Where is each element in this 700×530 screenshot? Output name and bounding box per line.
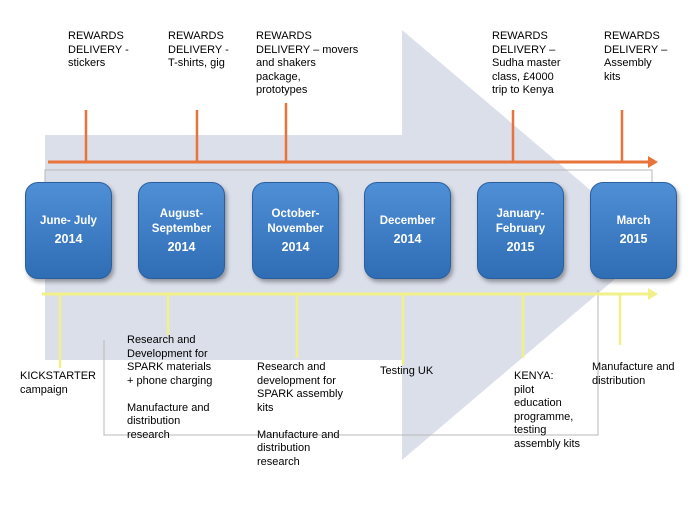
- activity-arrowhead: [648, 288, 658, 300]
- activity-label-kickstarter: KICKSTARTER campaign: [20, 370, 96, 396]
- period-year: 2014: [393, 232, 422, 246]
- reward-label-movers: REWARDS DELIVERY – movers and shakers pa…: [256, 30, 359, 96]
- reward-label-assembly: REWARDS DELIVERY – Assembly kits: [604, 30, 668, 83]
- rewards-arrowhead: [648, 156, 658, 168]
- activity-label-spark-kits: Research and development for SPARK assem…: [257, 361, 343, 468]
- period-box-oct-nov: October- November 2014: [252, 182, 339, 279]
- reward-label-stickers: REWARDS DELIVERY - stickers: [68, 30, 129, 69]
- top-connector: [44, 169, 653, 185]
- activity-label-testing-uk: Testing UK: [380, 365, 434, 377]
- period-box-aug-sep: August- September 2014: [138, 182, 225, 279]
- period-year: 2014: [281, 239, 310, 254]
- period-year: 2014: [54, 232, 83, 246]
- activity-label-spark-materials: Research and Development for SPARK mater…: [127, 334, 213, 441]
- period-box-june-july: June- July 2014: [25, 182, 112, 279]
- period-box-jan-feb: January- February 2015: [477, 182, 564, 279]
- period-box-march: March 2015: [590, 182, 677, 279]
- period-year: 2015: [506, 239, 535, 254]
- period-range: June- July: [40, 215, 97, 227]
- period-range: March: [616, 215, 651, 227]
- period-range: October- November: [267, 207, 324, 235]
- activity-label-manufacture: Manufacture and distribution: [592, 361, 675, 387]
- period-range: January- February: [495, 207, 546, 235]
- reward-label-tshirts: REWARDS DELIVERY - T-shirts, gig: [168, 30, 229, 69]
- period-year: 2015: [619, 232, 648, 246]
- activity-bracket: [103, 290, 599, 436]
- reward-label-sudha: REWARDS DELIVERY – Sudha master class, £…: [492, 30, 561, 96]
- period-range: August- September: [151, 207, 212, 235]
- activity-label-kenya: KENYA: pilot education programme, testin…: [514, 370, 581, 450]
- period-box-december: December 2014: [364, 182, 451, 279]
- period-year: 2014: [167, 239, 196, 254]
- period-range: December: [379, 215, 436, 227]
